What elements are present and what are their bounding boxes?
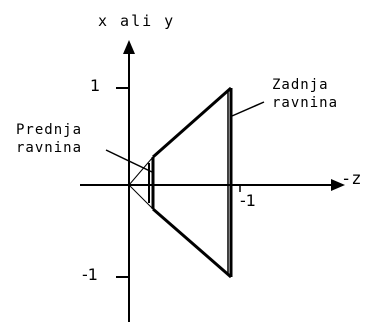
back-plane-leader — [231, 101, 265, 117]
tick-label-y-negative: -1 — [82, 265, 98, 284]
front-plane-leader — [105, 149, 153, 173]
front-plane-label: Prednja ravnina — [16, 121, 82, 157]
tick-label-y-positive: 1 — [90, 76, 101, 95]
projection-line-lower — [128, 184, 154, 210]
vertical-axis-arrowhead — [123, 40, 135, 54]
projection-line-upper — [128, 156, 154, 186]
front-plane-label-line-2: ravnina — [16, 140, 83, 156]
front-plane-label-line-1: Prednja — [16, 122, 83, 138]
back-plane-label-line-1: Zadnja — [272, 77, 329, 93]
horizontal-axis-label: -z — [341, 169, 362, 189]
tick-label-z-negative: -1 — [240, 191, 256, 210]
frustum-bottom-edge — [152, 207, 232, 279]
back-plane-label: Zadnja ravnina — [272, 76, 338, 112]
horizontal-axis-arrowhead — [331, 179, 345, 191]
frustum-top-edge — [152, 86, 232, 159]
vertical-axis-label: x ali y — [98, 12, 176, 30]
back-plane-label-line-2: ravnina — [272, 95, 339, 111]
